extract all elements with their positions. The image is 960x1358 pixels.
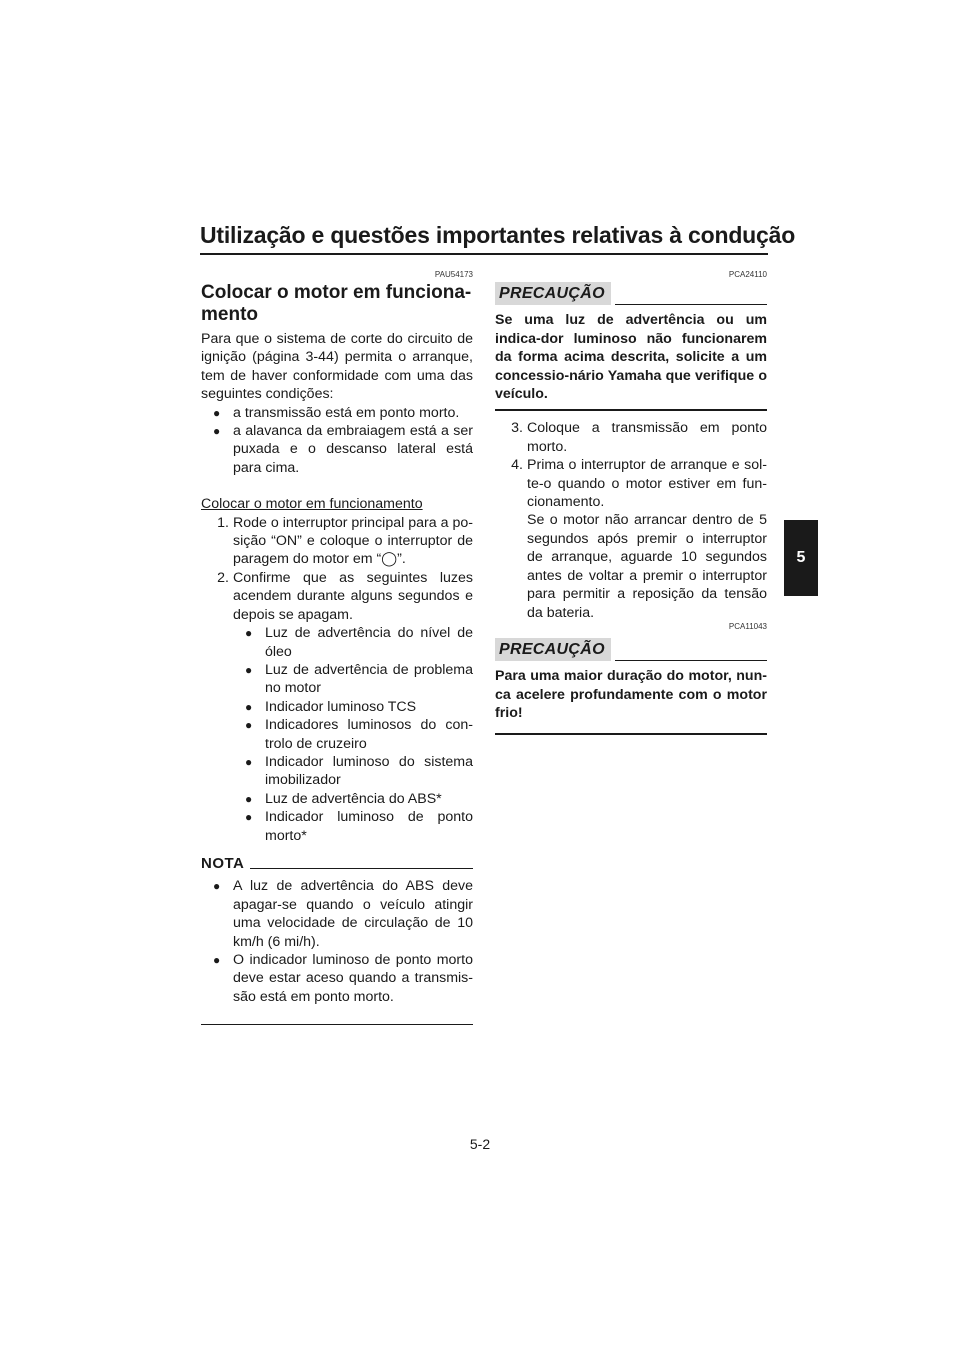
step-number: 1.	[217, 514, 229, 531]
step-text: Coloque a transmissão em ponto morto.	[527, 420, 767, 455]
note-header: NOTA	[201, 855, 473, 873]
caution-header: PRECAUÇÃO	[495, 282, 767, 306]
caution-code: PCA24110	[728, 270, 767, 279]
left-column: PAU54173 Colocar o motor em funciona-men…	[201, 270, 473, 1026]
caution-text: Se uma luz de advertência ou um indica-d…	[495, 312, 767, 403]
step-3: 3. Coloque a transmissão em ponto morto.	[495, 419, 767, 456]
right-column: PCA24110 PRECAUÇÃO Se uma luz de advertê…	[495, 270, 767, 735]
step-4: 4. Prima o interruptor de arranque e sol…	[495, 456, 767, 511]
light-item: Luz de advertência do ABS*	[201, 790, 473, 809]
step-number: 3.	[511, 420, 523, 437]
caution-end-rule	[495, 732, 767, 735]
chapter-tab: 5	[784, 520, 818, 596]
note-rule	[250, 867, 473, 869]
note-end-rule	[201, 1024, 473, 1026]
condition-item: a transmissão está em ponto morto.	[201, 404, 473, 423]
light-item: Indicador luminoso de ponto morto*	[201, 808, 473, 845]
section-code: PAU54173	[434, 270, 473, 279]
light-item: Indicadores luminosos do con-trolo de cr…	[201, 716, 473, 753]
note-item: A luz de advertência do ABS deve apagar-…	[201, 877, 473, 951]
caution-end-rule	[495, 409, 767, 412]
caution-label: PRECAUÇÃO	[495, 637, 611, 662]
intro-paragraph: Para que o sistema de corte do circuito …	[201, 331, 473, 403]
note-item: O indicador luminoso de ponto morto deve…	[201, 951, 473, 1006]
caution-rule	[614, 660, 767, 662]
step-4-detail: Se o motor não arrancar dentro de 5 segu…	[527, 512, 767, 621]
step-number: 2.	[217, 569, 229, 586]
caution-rule	[614, 304, 767, 306]
step-number: 4.	[511, 457, 523, 474]
page-number: 5-2	[469, 1136, 491, 1152]
page-header-title: Utilização e questões importantes relati…	[200, 222, 795, 255]
light-item: Indicador luminoso do sistema imobilizad…	[201, 753, 473, 790]
light-item: Luz de advertência do nível de óleo	[201, 624, 473, 661]
caution-code: PCA11043	[728, 621, 767, 631]
condition-item: a alavanca da embraiagem está a ser puxa…	[201, 422, 473, 477]
step-text: Prima o interruptor de arranque e sol-te…	[527, 457, 767, 511]
caution-text: Para uma maior duração do motor, nun-ca …	[495, 668, 767, 722]
note-label: NOTA	[201, 854, 245, 872]
section-title: Colocar o motor em funciona-mento	[201, 282, 472, 325]
step-text: Rode o interruptor principal para a po-s…	[233, 514, 473, 568]
subheading: Colocar o motor em funcionamento	[201, 496, 423, 513]
caution-label: PRECAUÇÃO	[495, 282, 611, 306]
step-1: 1. Rode o interruptor principal para a p…	[201, 514, 473, 569]
light-item: Indicador luminoso TCS	[201, 698, 473, 717]
light-item: Luz de advertência de problema no motor	[201, 661, 473, 698]
caution-header: PRECAUÇÃO	[495, 637, 767, 662]
step-text: Confirme que as seguintes luzes acendem …	[233, 569, 473, 623]
step-2: 2. Confirme que as seguintes luzes acend…	[201, 569, 473, 624]
